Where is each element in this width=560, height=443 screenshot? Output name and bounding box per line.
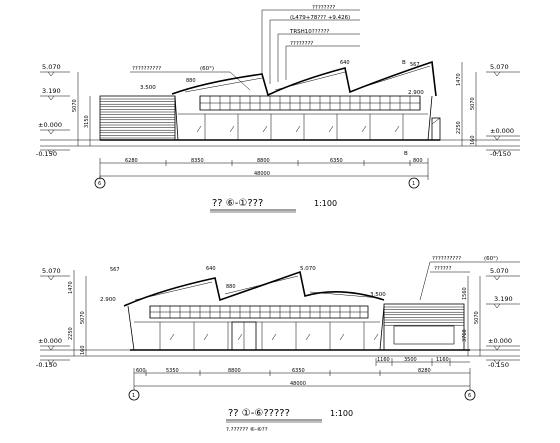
top-dim-1: 880 [186, 78, 196, 84]
bottom-dim-3: 8800 [257, 158, 270, 164]
scale-bottom: 1:100 [330, 409, 353, 418]
callout-3: TRSH10?????? [289, 29, 329, 35]
axis-right-label: 1 [412, 181, 415, 187]
side-dim-right-b2: 5070 [474, 311, 480, 324]
levels-left-2 [40, 275, 70, 365]
callout-right-2: ?????? [434, 266, 452, 272]
side-dim-right-b1: 1560 [462, 287, 468, 300]
title-top: ?? ⑥-①??? [212, 198, 263, 209]
callout-1: ???????? [312, 5, 335, 11]
bottom-dim-5: 800 [413, 158, 423, 164]
top-dim-b3: 880 [226, 284, 236, 290]
axis-bubble-right [408, 177, 420, 189]
building-body-2 [127, 305, 385, 351]
axis-bubble-left [94, 177, 106, 189]
side-dim-right-3: 2250 [456, 121, 462, 134]
total-dim: 48000 [254, 171, 270, 177]
levels-left [40, 71, 70, 155]
axis-bubble-left-2 [128, 389, 140, 401]
level-left-b2: ±0.000 [38, 337, 62, 345]
side-dim-left-b4: 160 [80, 345, 86, 355]
level-right-b2: 3.190 [494, 295, 513, 303]
subtitle-bottom: ?.?????? ⑥-⑥?? [226, 427, 268, 433]
total-dim-2: 48000 [290, 381, 306, 387]
scale-top: 1:100 [314, 199, 337, 208]
bottom-dim-b8: 1160 [436, 357, 449, 363]
building-body [174, 95, 433, 141]
side-dim-left-b3: 2250 [68, 327, 74, 340]
side-dim-left-b1: 1470 [68, 281, 74, 294]
dimension-chain-2 [133, 358, 471, 390]
side-dim-left-b2: 5070 [80, 311, 86, 324]
axis-left-label: 6 [98, 181, 101, 187]
level-left-b1: 5.070 [42, 267, 61, 275]
level-left-2: 3.190 [42, 87, 61, 95]
top-dim-b2: 640 [206, 266, 216, 272]
level-right-b3: ±0.000 [488, 337, 512, 345]
level-top-mid: 5.070 [300, 266, 316, 272]
level-right-2: ±0.000 [490, 127, 514, 135]
bottom-dim-b2: 5350 [166, 368, 179, 374]
level-right-b1: 5.070 [490, 267, 509, 275]
side-dim-right-4: 160 [470, 135, 476, 145]
callout-left-note: (60°) [200, 66, 214, 72]
elevation-bottom: ?????????? (60°) ?????? 5.070 ±0.000 -0.… [36, 256, 520, 433]
level-right-1: 5.070 [490, 63, 509, 71]
callout-leaders [130, 9, 360, 91]
level-right-3: -0.150 [490, 150, 511, 158]
level-left-1: 5.070 [42, 63, 61, 71]
level-left-4: -0.150 [36, 150, 57, 158]
bottom-dim-b4: 6350 [292, 368, 305, 374]
wavy-roof [171, 60, 437, 97]
wavy-roof-2 [123, 270, 385, 307]
side-dim-left-2: 3150 [84, 115, 90, 128]
top-dim-3: 567 [410, 62, 420, 68]
level-mid-left-2: 2.900 [100, 297, 116, 303]
level-left-3: ±0.000 [38, 121, 62, 129]
bottom-dim-4: 6350 [330, 158, 343, 164]
level-mid-left: 3.500 [140, 85, 156, 91]
bottom-dim-b6: 1160 [377, 357, 390, 363]
dimension-chain [99, 158, 429, 180]
axis-bubble-right-2 [464, 389, 476, 401]
callout-left: ?????????? [132, 66, 161, 72]
bottom-dim-1: 6280 [125, 158, 138, 164]
bottom-dim-2: 8350 [191, 158, 204, 164]
annex-hatched-wall-2 [383, 303, 465, 351]
callout-right-note: (60°) [484, 256, 498, 262]
level-right-b4: -0.150 [488, 361, 509, 369]
callout-4: ???????? [290, 41, 313, 47]
bottom-dim-b7: 3500 [404, 357, 417, 363]
callout-2: (L479+78??? +9.426) [290, 15, 350, 21]
side-dim-right-b3: 3760 [462, 329, 468, 342]
annex-hatched-wall [99, 95, 176, 141]
elevation-top: ???????? (L479+78??? +9.426) TRSH10?????… [36, 5, 520, 213]
level-mid-right-2: 3.500 [370, 292, 386, 298]
axis-right-label-2: 6 [468, 393, 471, 399]
top-dim-2: 640 [340, 60, 350, 66]
levels-right [486, 71, 520, 155]
side-dim-right-2: 5070 [470, 97, 476, 110]
section-mark-bottom: B [404, 151, 408, 157]
top-dim-b1: 567 [110, 267, 120, 273]
callout-right: ?????????? [432, 256, 461, 262]
axis-left-label-2: 1 [132, 393, 135, 399]
bottom-dim-b1: 600 [136, 368, 146, 374]
section-mark-top: B [402, 60, 406, 66]
bottom-dim-b3: 8800 [228, 368, 241, 374]
side-dim-right-1: 1470 [456, 73, 462, 86]
title-bottom: ?? ①-⑥????? [228, 408, 290, 419]
levels-right-2 [486, 275, 520, 365]
bottom-dim-b5: 8280 [418, 368, 431, 374]
side-dim-left-1: 5070 [72, 99, 78, 112]
level-mid-right: 2.900 [408, 90, 424, 96]
level-left-b3: -0.150 [36, 361, 57, 369]
